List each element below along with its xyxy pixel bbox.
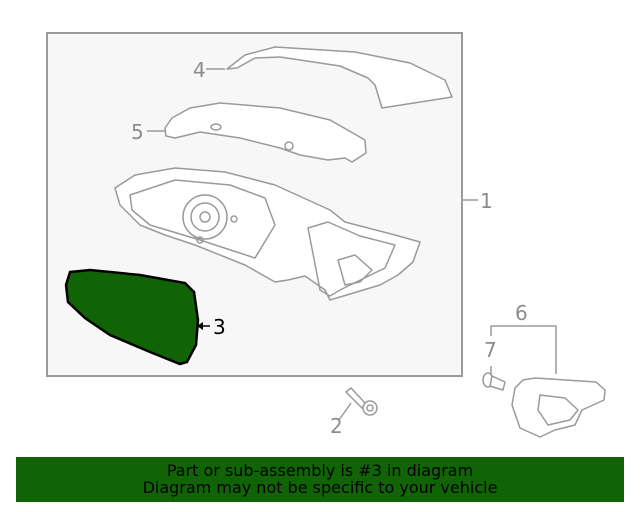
part-5-lamp — [164, 102, 367, 163]
part-1-housing — [114, 167, 421, 301]
banner-line-1: Part or sub-assembly is #3 in diagram — [166, 461, 474, 480]
callout-5[interactable]: 5 — [131, 120, 144, 144]
callout-6[interactable]: 6 — [515, 301, 528, 325]
callout-4[interactable]: 4 — [193, 58, 206, 82]
banner-line-2: Diagram may not be specific to your vehi… — [142, 478, 498, 497]
info-banner: Part or sub-assembly is #3 in diagram Di… — [16, 457, 624, 502]
callout-2[interactable]: 2 — [330, 414, 343, 438]
callout-1[interactable]: 1 — [480, 189, 493, 213]
part-4-cover — [226, 46, 453, 109]
callout-7[interactable]: 7 — [484, 338, 497, 362]
part-3-mirror-glass — [64, 268, 200, 366]
callout-3[interactable]: 3 — [213, 315, 226, 339]
part-6-base — [511, 377, 606, 438]
